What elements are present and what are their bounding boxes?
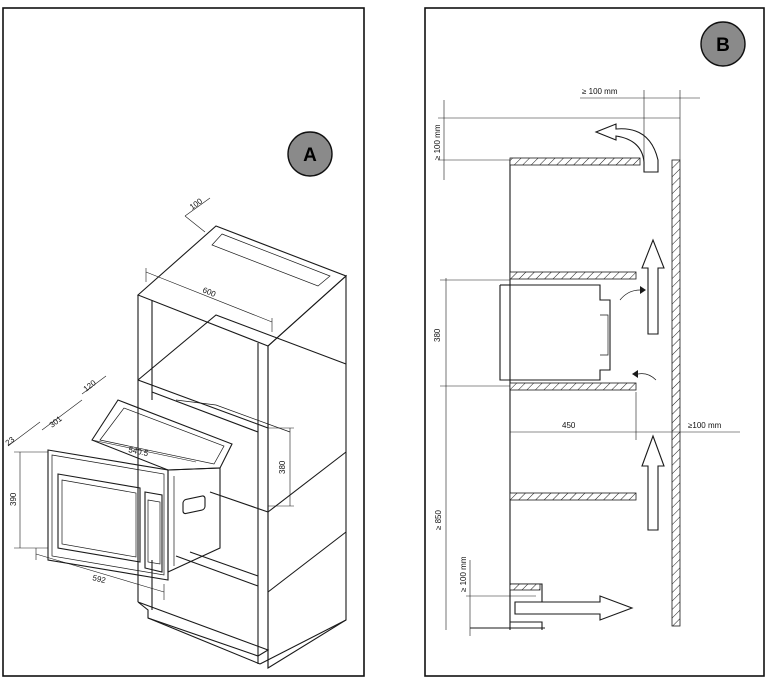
dim-a-600-line (145, 271, 273, 323)
microwave-front-frame (47, 449, 169, 581)
dim-a-592: 592 (92, 573, 108, 585)
dim-b-top-h: ≥ 100 mm (582, 87, 618, 96)
dim-a-301: 301 (48, 414, 64, 430)
panel-a-dimensions: 100 600 120 301 23 540.5 380 (4, 196, 294, 600)
panel-b: B (424, 7, 765, 677)
plinth-bottom (147, 617, 261, 665)
panel-a-frame (2, 7, 365, 677)
panel-a: A (2, 7, 365, 677)
exhaust-arrow-curved (594, 123, 659, 173)
dim-a-301-line (41, 399, 83, 431)
dim-b-rear: ≥100 mm (688, 421, 722, 430)
small-arrowhead-lower (632, 370, 638, 378)
microwave-control-panel (144, 491, 163, 573)
panel-b-badge-label: B (716, 35, 730, 56)
dim-a-380: 380 (278, 460, 287, 474)
plinth-board (509, 583, 541, 591)
shelf-1-front (137, 379, 269, 429)
small-curve-arrow-lower (637, 373, 657, 381)
shelf-4-front (175, 555, 259, 587)
airflow-arrows (514, 123, 665, 621)
panel-b-frame (424, 7, 765, 677)
dim-a-100: 100 (188, 196, 205, 211)
panel-a-badge-circle (287, 131, 333, 177)
microwave-front-inner (51, 454, 165, 576)
shelf-4-back (189, 551, 259, 577)
shelf-below-microwave (509, 382, 637, 391)
microwave-section (499, 284, 611, 381)
cabinet-top (136, 225, 348, 347)
dim-b-top-v: ≥ 100 mm (433, 124, 442, 160)
dim-a-100-ext (184, 215, 206, 233)
microwave-control-strip (147, 499, 161, 565)
shelf-top (509, 157, 641, 166)
dim-b-380: 380 (433, 328, 442, 342)
dim-b-850: ≥ 850 (434, 509, 443, 530)
plinth-side (259, 619, 347, 665)
panel-b-badge: B (700, 21, 746, 67)
panel-a-badge: A (287, 131, 333, 177)
tall-cabinet (136, 225, 348, 669)
panel-a-badge-label: A (303, 145, 317, 166)
panel-b-dimensions: ≥ 100 mm ≥ 100 mm 380 450 ≥100 mm ≥ 850 (433, 87, 740, 636)
dim-a-120-line (81, 375, 107, 395)
microwave-right-side (167, 467, 221, 573)
microwave-rear-vent (600, 314, 609, 356)
dim-a-600: 600 (201, 286, 217, 300)
dim-a-23-line (7, 421, 41, 447)
dim-a-5405-line (91, 439, 197, 463)
cabinet-section (470, 157, 681, 630)
dim-a-592-line (35, 553, 165, 593)
cabinet-top-opening (211, 233, 331, 287)
dim-a-5405: 540.5 (128, 445, 150, 458)
dim-b-bottom: ≥ 100 mm (459, 556, 468, 592)
microwave-top (91, 399, 233, 471)
shelf-1-front-inner (151, 391, 259, 433)
intake-arrow-bottom (514, 595, 634, 621)
shelf-3-front (209, 491, 269, 513)
airflow-up-arrow-bottom (641, 434, 665, 531)
small-curve-arrow-upper (619, 289, 641, 301)
dim-a-120: 120 (82, 378, 98, 394)
plinth-bottom-b (510, 621, 543, 630)
dim-a-100-line (184, 197, 211, 217)
dim-b-450: 450 (562, 421, 576, 430)
cabinet-plinth (137, 601, 270, 657)
airflow-up-arrow-top (641, 238, 665, 335)
small-arrowhead-upper (640, 286, 646, 294)
microwave-door-window (57, 473, 141, 563)
microwave-body-section (499, 284, 611, 381)
dim-a-23: 23 (4, 435, 17, 448)
microwave-top-inner (99, 407, 225, 465)
shelf-3-side (267, 451, 347, 513)
shelf-above-microwave (509, 271, 637, 280)
shelf-4-side (267, 531, 347, 593)
microwave-handle (182, 495, 206, 515)
shelf-lower (509, 492, 637, 501)
microwave-door-glass (61, 479, 137, 558)
microwave-unit (47, 399, 233, 581)
shelf-2-back (175, 399, 291, 433)
rear-wall (671, 159, 681, 627)
shelf-1 (137, 314, 347, 381)
panel-b-badge-circle (700, 21, 746, 67)
dim-a-390: 390 (9, 492, 18, 506)
